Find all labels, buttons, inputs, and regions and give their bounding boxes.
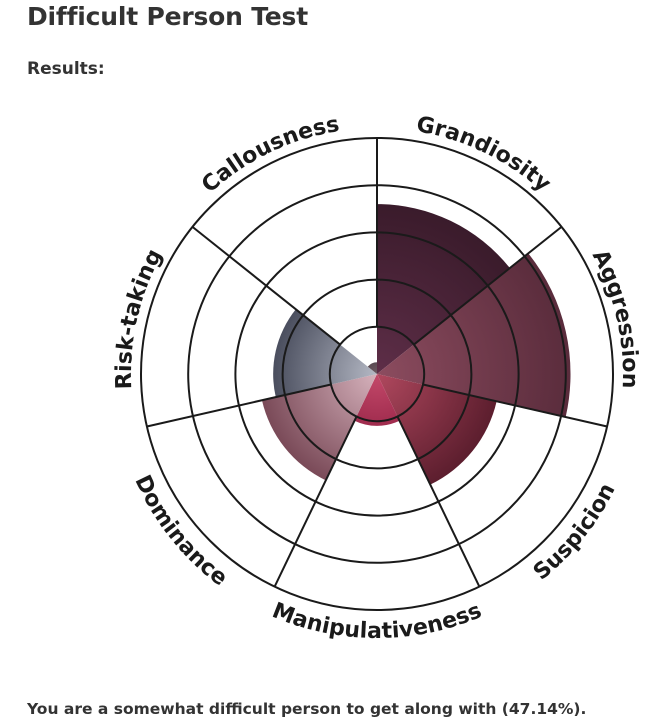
label-manipulativeness: Manipulativeness	[269, 598, 486, 644]
bar-grandiosity	[377, 204, 510, 374]
label-risk-taking: Risk-taking	[112, 245, 168, 389]
grid-spoke-1	[413, 226, 563, 346]
label-callousness: Callousness	[197, 112, 341, 198]
page-title: Difficult Person Test	[27, 2, 308, 31]
bar-risk-taking	[273, 309, 377, 398]
bar-manipulativeness	[354, 374, 400, 426]
label-suspicion: Suspicion	[529, 479, 620, 585]
bars-group	[261, 204, 571, 485]
bar-aggression	[377, 253, 571, 418]
grid-spoke-3	[396, 416, 481, 588]
grid-spoke-4	[273, 416, 358, 588]
grid-spoke-2	[422, 383, 608, 428]
results-label: Results:	[27, 59, 105, 79]
label-aggression: Aggression	[587, 246, 642, 389]
grid-group	[140, 137, 614, 611]
label-grandiosity: Grandiosity	[414, 112, 555, 197]
bar-callousness	[367, 362, 377, 374]
grid-spoke-5	[146, 383, 332, 428]
label-dominance: Dominance	[129, 471, 231, 591]
grid-spoke-6	[191, 226, 341, 346]
bar-dominance	[261, 374, 377, 481]
result-text: You are a somewhat difficult person to g…	[27, 700, 587, 718]
